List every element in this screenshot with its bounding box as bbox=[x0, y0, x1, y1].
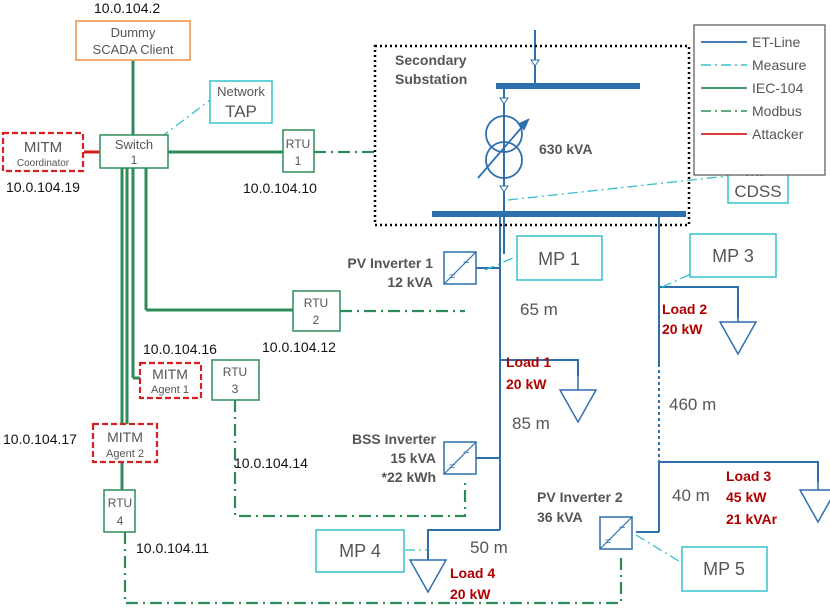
rtu3-box bbox=[211, 359, 260, 401]
load3-label-3: 21 kVAr bbox=[726, 511, 778, 527]
distance-460m: 460 m bbox=[669, 395, 716, 414]
legend: ET-Line Measure IEC-104 Modbus Attacker bbox=[693, 24, 826, 176]
pv-inverter1-label-2: 12 kVA bbox=[387, 274, 433, 290]
mitm-agent2-ip: 10.0.104.17 bbox=[3, 431, 77, 447]
load4-label-1: Load 4 bbox=[450, 565, 495, 581]
transformer-icon bbox=[477, 115, 530, 179]
switch-box bbox=[99, 134, 169, 169]
rtu1-ip: 10.0.104.10 bbox=[243, 180, 317, 196]
substation-label-1: Secondary bbox=[395, 52, 467, 68]
bss-inverter-label-3: *22 kWh bbox=[382, 469, 436, 485]
mp5-label: MP 5 bbox=[703, 559, 745, 579]
legend-label-iec104: IEC-104 bbox=[752, 80, 804, 96]
rtu3-label-1: RTU bbox=[223, 365, 247, 379]
rtu1-label-1: RTU bbox=[286, 137, 310, 151]
load3-label-1: Load 3 bbox=[726, 468, 771, 484]
pv-inverter2-label-2: 36 kVA bbox=[537, 509, 583, 525]
scada-ip: 10.0.104.2 bbox=[94, 0, 160, 16]
scada-client-box bbox=[75, 20, 191, 61]
network-tap-label-1: Network bbox=[217, 84, 265, 99]
measure-markers bbox=[499, 59, 540, 193]
legend-label-attacker: Attacker bbox=[752, 126, 804, 142]
mp3-box bbox=[689, 233, 777, 278]
distance-85m: 85 m bbox=[512, 414, 550, 433]
distance-40m: 40 m bbox=[672, 486, 710, 505]
mp3-label: MP 3 bbox=[712, 246, 754, 266]
bss-inverter-label-2: 15 kVA bbox=[390, 450, 436, 466]
load3-icon bbox=[799, 469, 830, 523]
load2-icon bbox=[719, 301, 757, 355]
legend-box bbox=[693, 24, 826, 176]
load1-label-1: Load 1 bbox=[506, 354, 551, 370]
mitm-agent2-label-2: Agent 2 bbox=[106, 448, 144, 460]
mitm-agent2-box bbox=[91, 422, 159, 464]
secondary-substation-box bbox=[373, 44, 691, 227]
rtu2-label-2: 2 bbox=[313, 313, 320, 327]
modbus-lines bbox=[123, 150, 623, 605]
rtu4-label-2: 4 bbox=[117, 514, 124, 528]
load2-label-1: Load 2 bbox=[662, 301, 707, 317]
mitm-agent1-label-2: Agent 1 bbox=[151, 384, 189, 396]
distance-50m: 50 m bbox=[470, 538, 508, 557]
measure-lines bbox=[159, 99, 729, 564]
rtu2-ip: 10.0.104.12 bbox=[262, 339, 336, 355]
rtu4-box bbox=[103, 489, 136, 533]
legend-label-measure: Measure bbox=[752, 57, 807, 73]
mitm-coordinator-label-1: MITM bbox=[24, 139, 62, 156]
load4-label-2: 20 kW bbox=[450, 586, 491, 602]
mp1-box bbox=[516, 235, 603, 281]
rtu2-box bbox=[292, 290, 341, 332]
pv-inverter1-label-1: PV Inverter 1 bbox=[347, 255, 433, 271]
transformer-rating: 630 kVA bbox=[539, 141, 592, 157]
rtu2-label-1: RTU bbox=[304, 296, 328, 310]
mp1-label: MP 1 bbox=[538, 249, 580, 269]
mitm-coordinator-ip: 10.0.104.19 bbox=[6, 179, 80, 195]
substation-label-2: Substation bbox=[395, 71, 467, 87]
mitm-agent1-box bbox=[138, 361, 203, 400]
load1-icon bbox=[559, 369, 597, 423]
pv-inverter2-icon bbox=[599, 516, 633, 550]
rtu1-box bbox=[282, 129, 315, 173]
rtu3-label-2: 3 bbox=[232, 382, 239, 396]
bss-inverter-label-1: BSS Inverter bbox=[352, 431, 437, 447]
load4-icon bbox=[409, 539, 447, 593]
bss-inverter-icon bbox=[443, 441, 477, 475]
mp5-box bbox=[681, 546, 768, 592]
pv-inverter2-label-1: PV Inverter 2 bbox=[537, 489, 623, 505]
mp-cdss-label-2: CDSS bbox=[734, 182, 781, 201]
switch-label-2: 1 bbox=[131, 153, 138, 167]
load3-label-2: 45 kW bbox=[726, 489, 767, 505]
legend-label-modbus: Modbus bbox=[752, 103, 802, 119]
scada-label-1: Dummy bbox=[111, 25, 156, 40]
pv-inverter1-icon bbox=[443, 251, 477, 285]
load1-label-2: 20 kW bbox=[506, 376, 547, 392]
rtu4-ip: 10.0.104.11 bbox=[136, 540, 209, 556]
mitm-coordinator-box bbox=[1, 131, 85, 173]
distance-65m: 65 m bbox=[520, 300, 558, 319]
mitm-agent1-label-1: MITM bbox=[152, 366, 188, 382]
rtu3-ip: 10.0.104.14 bbox=[234, 455, 308, 471]
mitm-agent2-label-1: MITM bbox=[107, 429, 143, 445]
rtu4-label-1: RTU bbox=[108, 496, 132, 510]
mitm-coordinator-label-2: Coordinator bbox=[17, 158, 70, 169]
mp4-box bbox=[315, 529, 405, 573]
rtu1-label-2: 1 bbox=[295, 154, 302, 168]
network-tap-box bbox=[209, 80, 273, 124]
switch-label-1: Switch bbox=[115, 137, 153, 152]
network-tap-label-2: TAP bbox=[225, 102, 257, 121]
load2-label-2: 20 kW bbox=[662, 321, 703, 337]
mitm-agent1-ip: 10.0.104.16 bbox=[143, 341, 217, 357]
legend-label-et-line: ET-Line bbox=[752, 34, 800, 50]
scada-label-2: SCADA Client bbox=[93, 42, 174, 57]
mp4-label: MP 4 bbox=[339, 541, 381, 561]
